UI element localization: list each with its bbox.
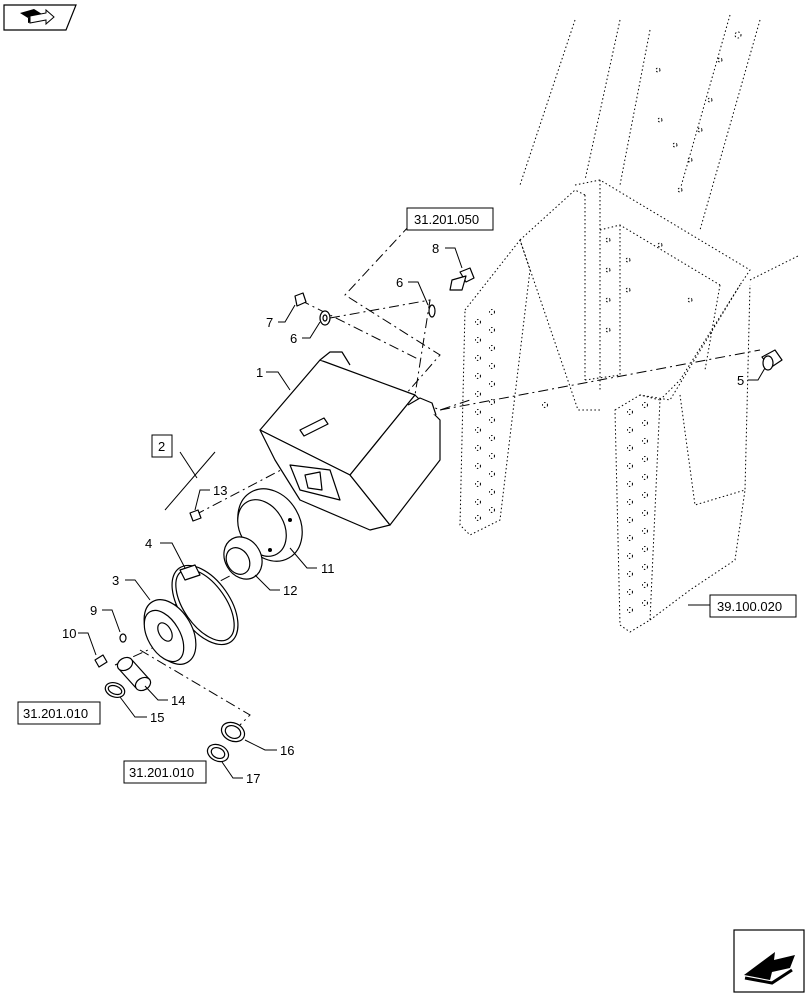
part-5-pin bbox=[761, 349, 783, 371]
callout-14: 14 bbox=[171, 693, 185, 708]
callout-4: 4 bbox=[145, 536, 152, 551]
ref-39-100-020[interactable]: 39.100.020 bbox=[709, 594, 797, 618]
callout-1: 1 bbox=[256, 365, 263, 380]
ref-39-100-020-label: 39.100.020 bbox=[717, 599, 782, 614]
part-13-nut bbox=[189, 509, 202, 522]
callout-10: 10 bbox=[62, 626, 76, 641]
callout-17: 17 bbox=[246, 771, 260, 786]
callout-11: 11 bbox=[321, 561, 335, 576]
part-4-clamp-ring bbox=[171, 564, 239, 646]
callout-2: 2 bbox=[158, 439, 165, 454]
next-page-arrow-icon[interactable] bbox=[733, 929, 805, 993]
part-9-washer bbox=[119, 633, 127, 643]
callout-8: 8 bbox=[432, 241, 439, 256]
callout-16: 16 bbox=[280, 743, 294, 758]
callout-6-upper: 6 bbox=[396, 275, 403, 290]
leader-lines bbox=[78, 247, 766, 779]
callout-7: 7 bbox=[266, 315, 273, 330]
callout-labels: 1 8 6 7 6 5 13 11 12 4 3 9 10 14 15 16 1… bbox=[62, 241, 744, 786]
inner-slots bbox=[542, 237, 693, 408]
ref-31-201-010-b[interactable]: 31.201.010 bbox=[123, 760, 207, 784]
callout-15: 15 bbox=[150, 710, 164, 725]
callout-13: 13 bbox=[213, 483, 227, 498]
part-12-bearing bbox=[223, 536, 263, 580]
part-17-ring bbox=[206, 743, 230, 763]
ref-31-201-010-a-label: 31.201.010 bbox=[23, 706, 88, 721]
ref-31-201-050-label: 31.201.050 bbox=[414, 212, 479, 227]
part-15-snap-ring bbox=[104, 681, 126, 699]
arm-holes bbox=[655, 31, 742, 193]
group-2-bracket bbox=[164, 451, 216, 511]
callout-12: 12 bbox=[283, 583, 297, 598]
ref-31-201-010-b-label: 31.201.010 bbox=[129, 765, 194, 780]
ref-31-201-050[interactable]: 31.201.050 bbox=[406, 207, 494, 231]
book-arrow-icon[interactable] bbox=[3, 4, 77, 31]
part-16-ring bbox=[220, 721, 246, 743]
callout-5: 5 bbox=[737, 373, 744, 388]
callout-3: 3 bbox=[112, 573, 119, 588]
right-plate-holes bbox=[627, 402, 648, 613]
callout-6-lower: 6 bbox=[290, 331, 297, 346]
part-1-housing bbox=[259, 351, 441, 531]
left-plate-holes bbox=[475, 309, 495, 521]
callout-9: 9 bbox=[90, 603, 97, 618]
part-6-washer-lower bbox=[319, 310, 331, 326]
part-3-disc bbox=[143, 599, 197, 665]
part-6-washer-upper bbox=[428, 304, 436, 318]
part-8-bolt bbox=[449, 267, 475, 291]
frame-structure bbox=[459, 14, 801, 633]
part-10-bolt bbox=[94, 654, 108, 668]
group-2-label: 2 bbox=[151, 434, 173, 458]
ref-31-201-010-a[interactable]: 31.201.010 bbox=[17, 701, 101, 725]
part-7-nut bbox=[294, 292, 307, 307]
